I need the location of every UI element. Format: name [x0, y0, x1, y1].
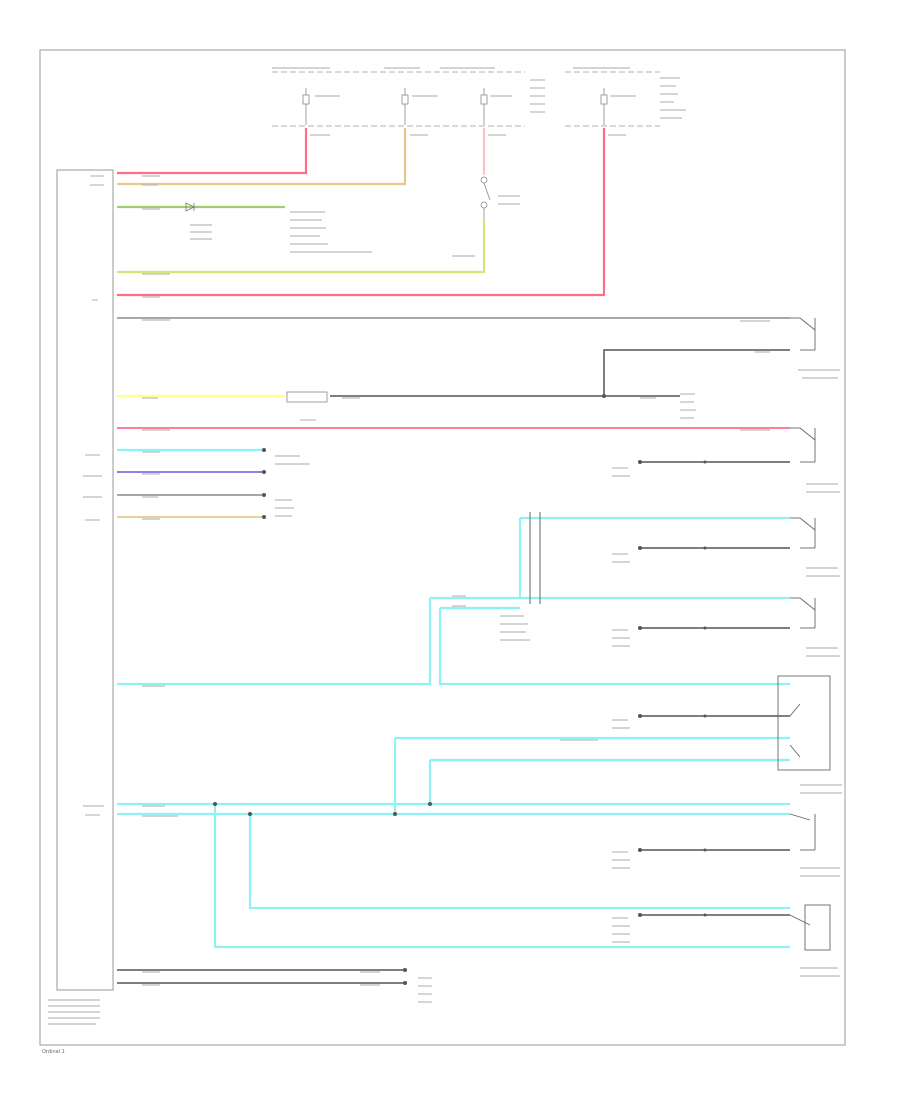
key-switch: [480, 176, 491, 220]
left-terminal-dots: [262, 448, 266, 519]
wire-red-fuse1: [117, 128, 308, 175]
wire-red-fuse4: [117, 128, 606, 297]
switch-symbols: [777, 317, 831, 951]
splice-dots: [213, 802, 432, 816]
label-placeholders: [48, 67, 842, 1025]
fuse-2: [401, 88, 409, 125]
fuse-3: [480, 88, 488, 125]
wire-tan-fuse2: [117, 128, 407, 186]
connector-box: [286, 391, 328, 403]
splice-verticals: [529, 512, 541, 604]
footer-label: Ordinal 1: [42, 1049, 65, 1055]
wire-gray-2: [603, 349, 790, 395]
ground-dots: [638, 460, 707, 917]
wire-yellow-switch: [117, 220, 486, 274]
diode-symbol: [185, 202, 195, 212]
cyan-network: [117, 516, 790, 949]
control-module-box: [56, 169, 114, 991]
fuse-4: [600, 88, 608, 125]
ground-lines: [640, 461, 790, 916]
fuse-1: [302, 88, 310, 125]
diagram-frame: [39, 49, 846, 1046]
